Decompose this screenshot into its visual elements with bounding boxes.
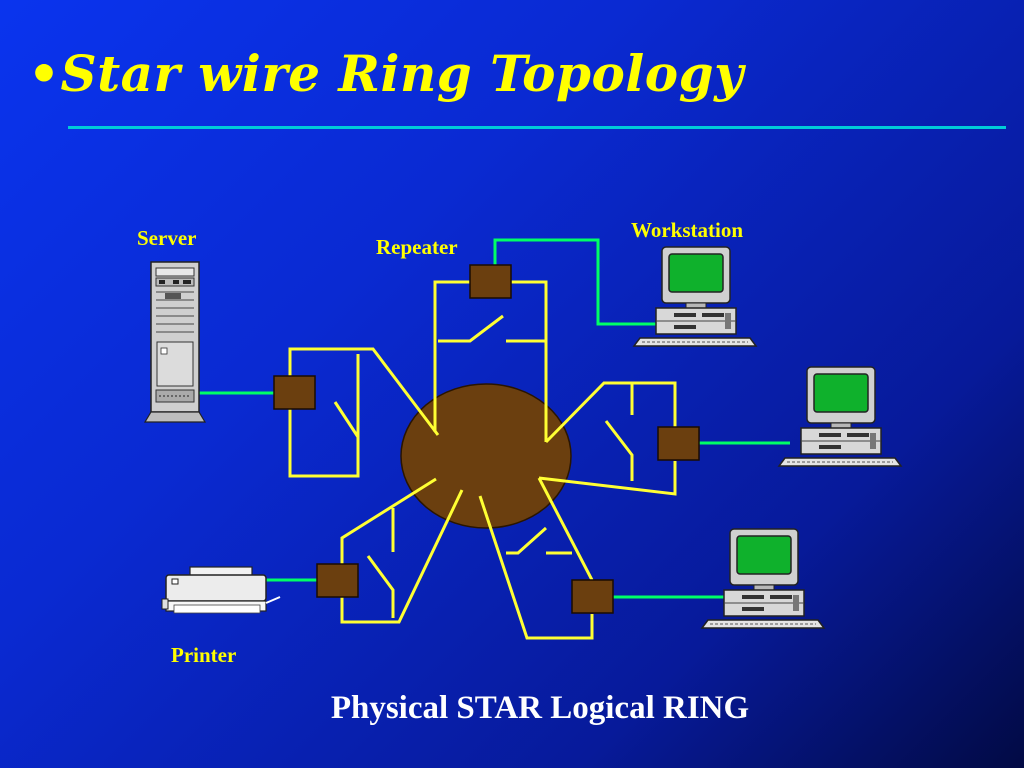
caption: Physical STAR Logical RING (330, 690, 750, 726)
repeater-lower-right (571, 579, 614, 614)
wire-ul-switch (333, 401, 360, 438)
server (143, 261, 207, 423)
link-workstation-1 (493, 238, 664, 326)
label-server: Server (137, 226, 197, 250)
ring-wiring (274, 280, 677, 640)
desktop-computer-icon (701, 528, 825, 629)
repeater-printer (316, 563, 359, 598)
desktop-computer-icon (633, 246, 757, 347)
workstation-2 (778, 366, 902, 467)
wire-r-switch (604, 420, 634, 481)
wire-lr-return (478, 495, 594, 640)
device-links (198, 238, 790, 599)
repeater-server (273, 375, 316, 410)
workstation-3 (701, 528, 825, 629)
server-tower-icon (143, 261, 207, 423)
wire-lr-switch (506, 526, 547, 555)
printer-icon (161, 566, 281, 614)
label-workstation: Workstation (631, 218, 744, 242)
slide-title: •Star wire Ring Topology (28, 44, 744, 103)
wire-top-outer (433, 280, 470, 432)
wire-lr-outer (537, 477, 594, 581)
repeater-right (657, 426, 700, 461)
wire-ll-outer (340, 477, 464, 624)
wire-ul-return (288, 354, 360, 478)
wire-top-return (511, 280, 548, 442)
title-rule (68, 126, 1006, 129)
central-hub (400, 383, 572, 529)
desktop-computer-icon (778, 366, 902, 467)
repeater-top (469, 264, 512, 299)
workstation-1 (633, 246, 757, 347)
label-repeater: Repeater (376, 235, 458, 259)
wire-ll-switch (366, 555, 395, 618)
repeaters (273, 264, 700, 614)
label-printer: Printer (171, 643, 237, 667)
printer (161, 566, 281, 614)
wire-r-return (538, 461, 677, 496)
wire-r-outer (544, 381, 677, 444)
wire-top-switch (438, 314, 504, 343)
